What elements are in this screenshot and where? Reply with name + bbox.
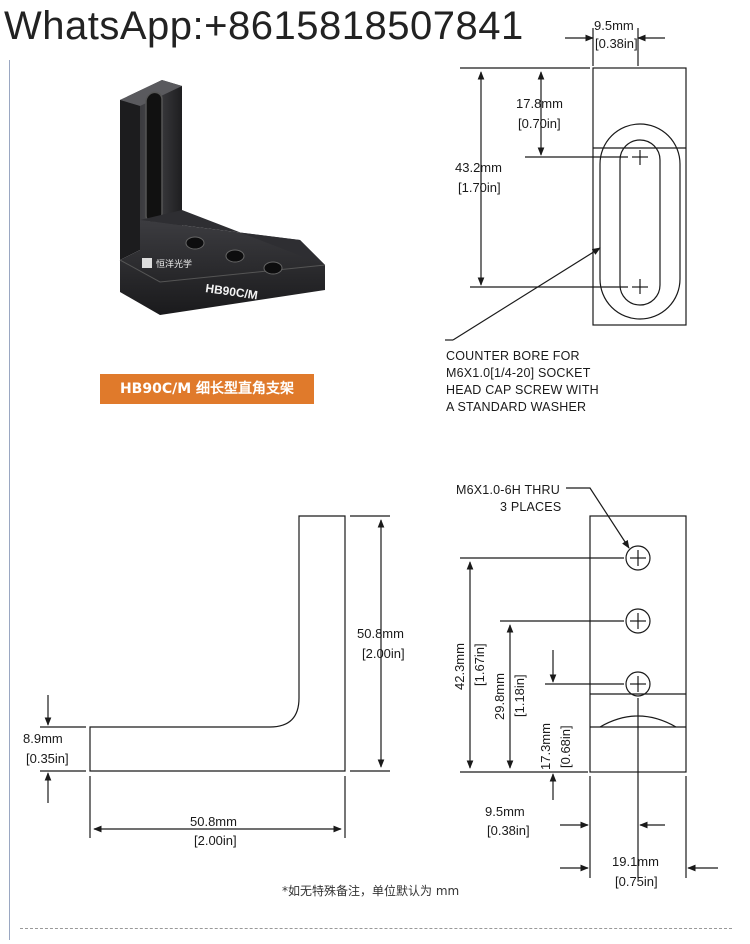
side-height-mm: 50.8mm xyxy=(357,626,404,641)
counterbore-note-3: HEAD CAP SCREW WITH xyxy=(446,383,599,397)
top-slot-in: [1.70in] xyxy=(458,180,501,195)
product-caption: HB90C/M 细长型直角支架 xyxy=(100,374,314,404)
side-thick-mm: 8.9mm xyxy=(23,731,63,746)
top-offset-in: [0.70in] xyxy=(518,116,561,131)
top-view-counterbore xyxy=(599,123,681,320)
top-slot-mm: 43.2mm xyxy=(455,160,502,175)
side-view-outline xyxy=(89,515,346,772)
front-dim-c-in: [0.68in] xyxy=(558,725,573,768)
side-length-mm: 50.8mm xyxy=(190,814,237,829)
thread-note-2: 3 PLACES xyxy=(500,500,561,514)
front-dim-b-mm: 29.8mm xyxy=(492,673,507,720)
counterbore-note-2: M6X1.0[1/4-20] SOCKET xyxy=(446,366,591,380)
unit-footnote: *如无特殊备注，单位默认为 mm xyxy=(282,884,460,898)
side-thick-in: [0.35in] xyxy=(26,751,69,766)
top-offset-mm: 17.8mm xyxy=(516,96,563,111)
counterbore-note-4: A STANDARD WASHER xyxy=(446,400,586,414)
front-width-mm: 19.1mm xyxy=(612,854,659,869)
brand-logo-icon xyxy=(142,258,152,268)
front-dim-b-in: [1.18in] xyxy=(512,674,527,717)
brand-label: 恒洋光学 xyxy=(156,258,192,270)
front-dim-c-mm: 17.3mm xyxy=(538,723,553,770)
side-height-in: [2.00in] xyxy=(362,646,405,661)
whatsapp-watermark: WhatsApp:+8615818507841 xyxy=(4,4,524,48)
counterbore-note-1: COUNTER BORE FOR xyxy=(446,349,580,363)
top-width-in: [0.38in] xyxy=(595,36,638,51)
front-width-in: [0.75in] xyxy=(615,874,658,889)
left-border-line xyxy=(9,60,10,940)
front-dim-a-mm: 42.3mm xyxy=(452,643,467,690)
front-hole-mm: 9.5mm xyxy=(485,804,525,819)
front-dim-a-in: [1.67in] xyxy=(472,643,487,686)
front-hole-in: [0.38in] xyxy=(487,823,530,838)
thread-note-1: M6X1.0-6H THRU xyxy=(456,483,560,497)
dashed-divider xyxy=(20,928,732,929)
top-width-mm: 9.5mm xyxy=(594,18,634,33)
top-view-outline xyxy=(592,67,687,326)
top-view-slot xyxy=(619,139,661,306)
side-length-in: [2.00in] xyxy=(194,833,237,848)
product-photo: 恒洋光学 HB90C/M xyxy=(119,80,326,315)
